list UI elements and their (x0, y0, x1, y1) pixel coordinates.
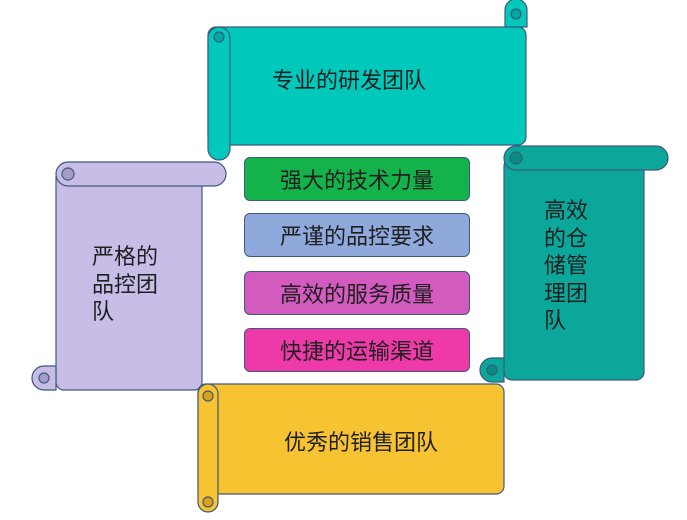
scroll-bottom-label: 优秀的销售团队 (284, 431, 439, 456)
scroll-top (207, 0, 528, 161)
scroll-right-label: 高效的仓储管理团队 (544, 199, 589, 334)
center-item-tech: 强大的技术力量 (244, 157, 470, 201)
scroll-left (31, 161, 227, 391)
scroll-right (479, 145, 669, 383)
scroll-bottom (197, 383, 505, 513)
center-item-transport: 快捷的运输渠道 (244, 328, 470, 372)
scroll-left-label: 严格的品控团队 (92, 245, 159, 325)
center-item-quality-control: 严谨的品控要求 (244, 213, 470, 257)
center-item-service: 高效的服务质量 (244, 271, 470, 315)
scroll-top-label: 专业的研发团队 (272, 69, 427, 94)
